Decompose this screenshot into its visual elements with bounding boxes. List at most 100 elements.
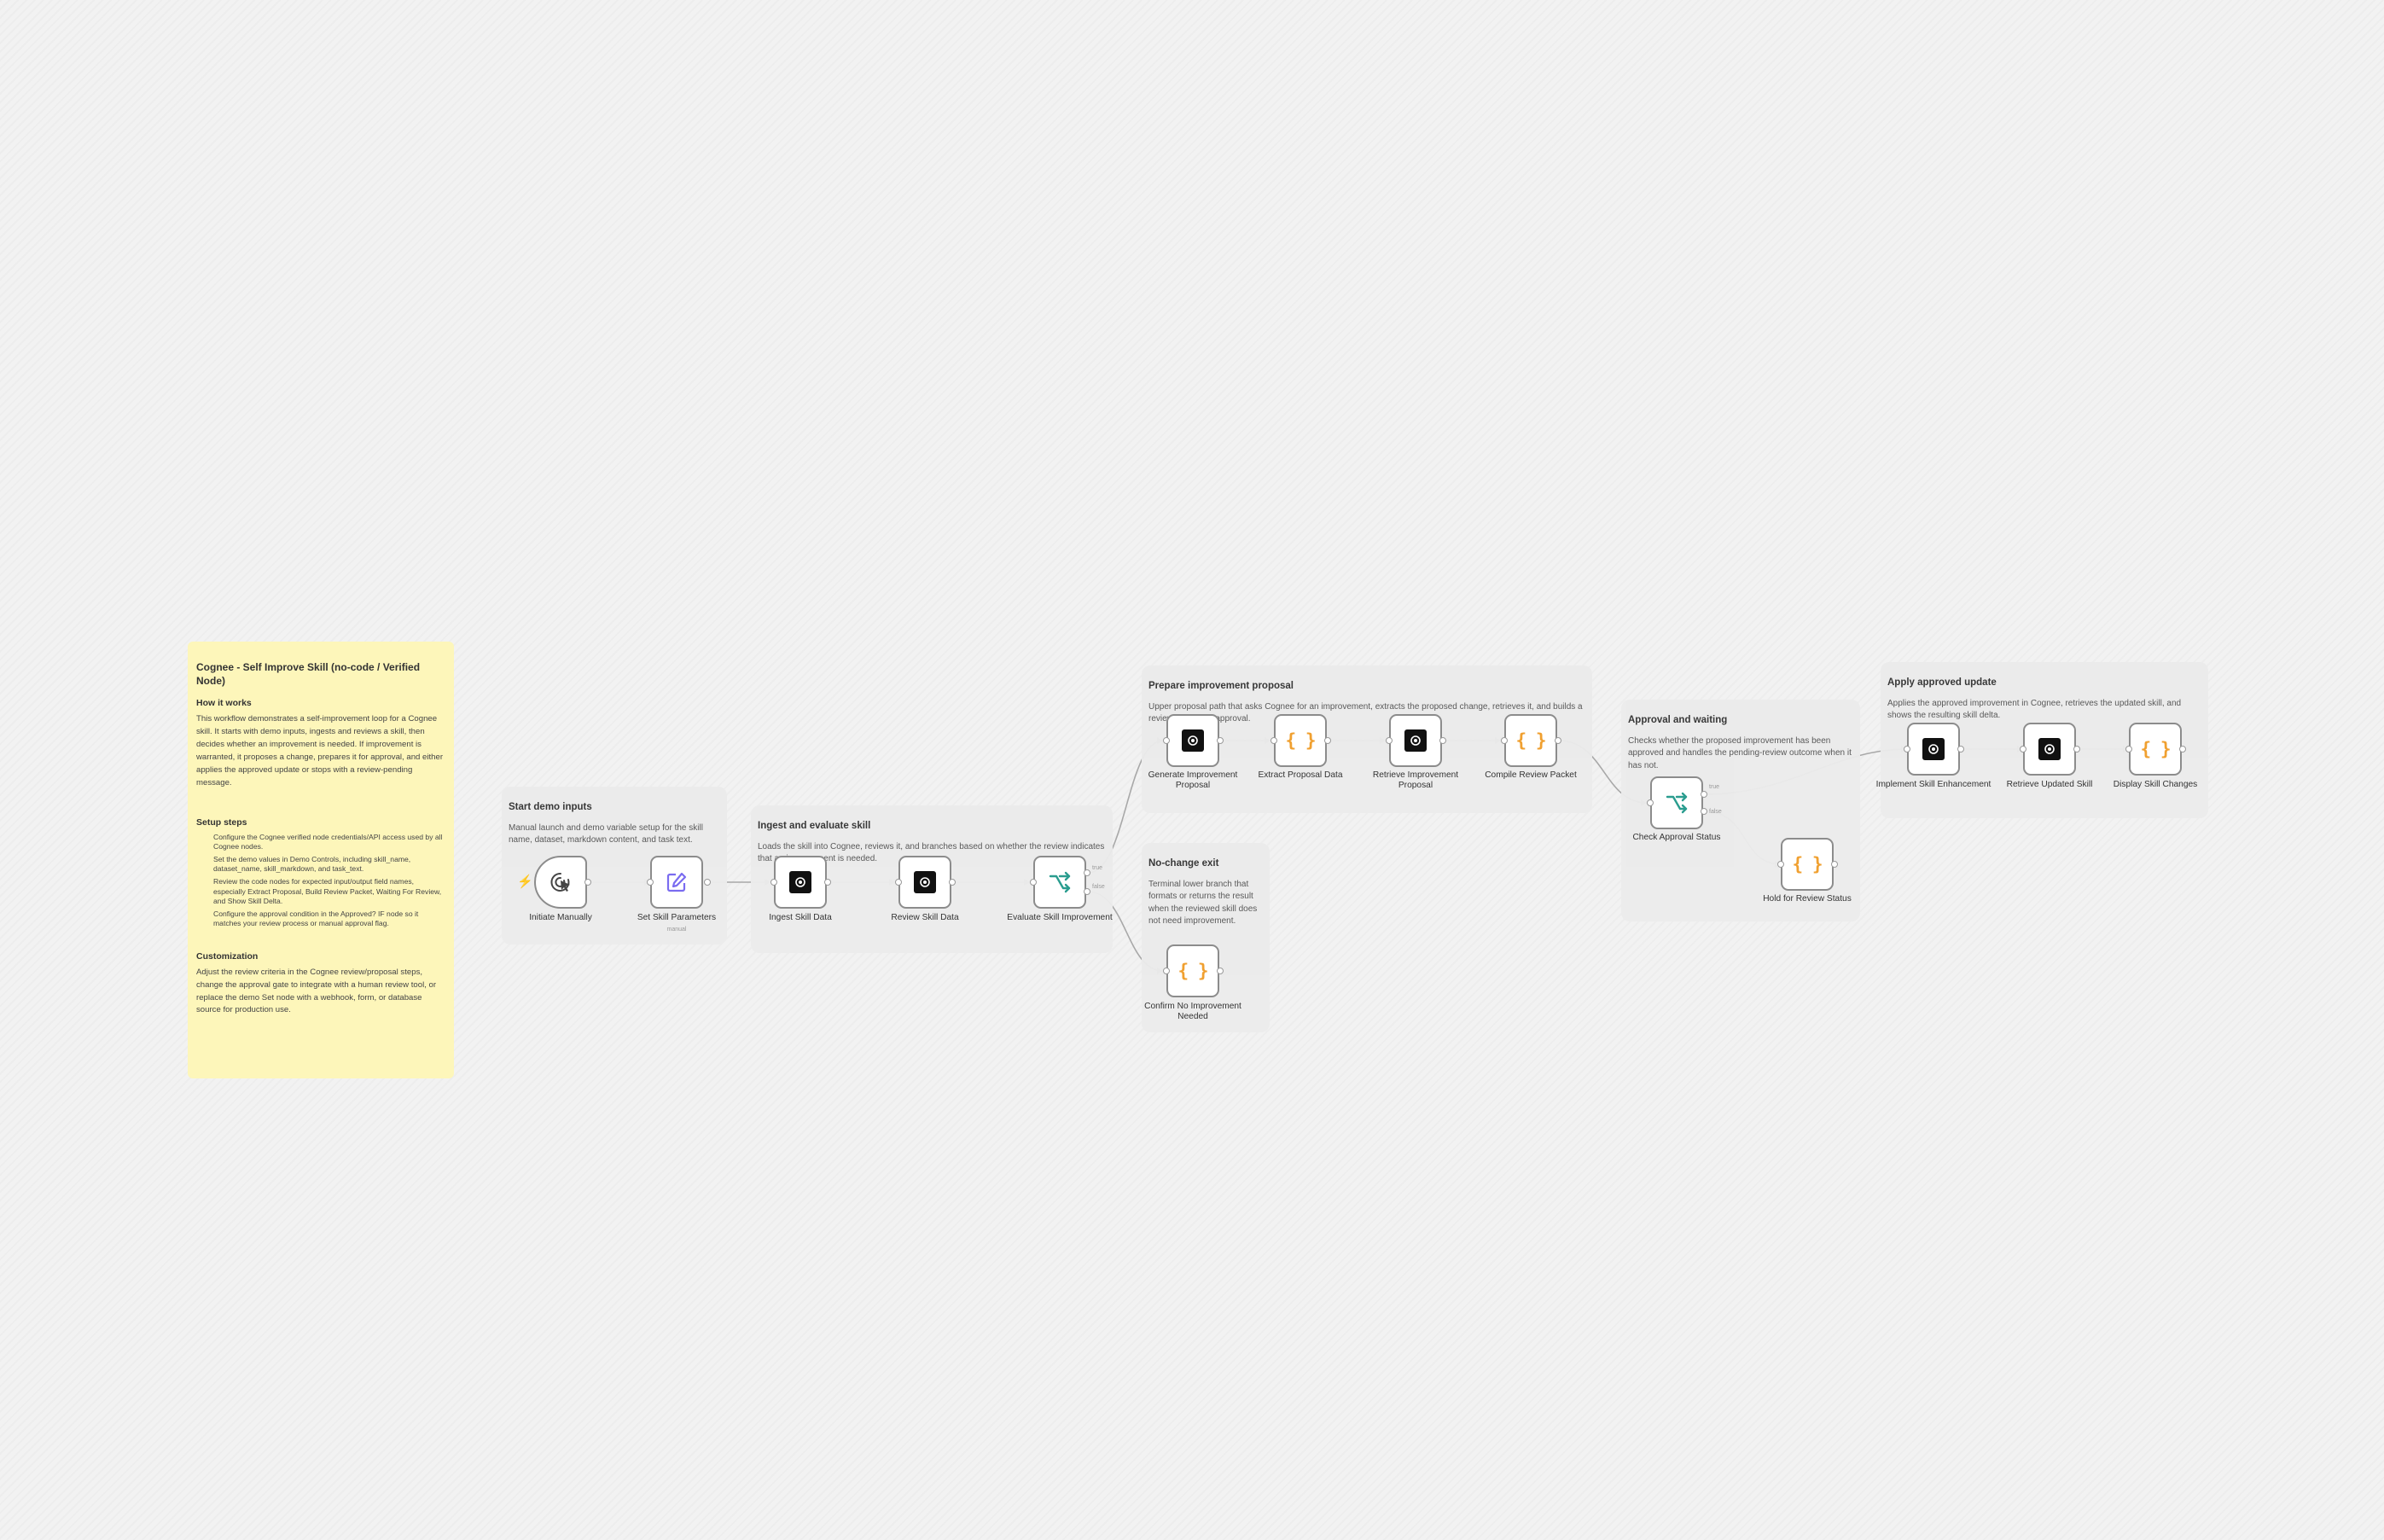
group-title: Ingest and evaluate skill xyxy=(758,821,871,831)
node-label: Retrieve Updated Skill xyxy=(2006,780,2093,789)
node-initiate-manually[interactable] xyxy=(534,856,587,909)
input-handle[interactable] xyxy=(647,879,654,886)
node-label: Extract Proposal Data xyxy=(1258,770,1343,780)
output-handle[interactable] xyxy=(1555,737,1561,744)
cognee-icon xyxy=(2038,738,2061,760)
input-handle[interactable] xyxy=(895,879,902,886)
sticky-title: Cognee - Self Improve Skill (no-code / V… xyxy=(196,661,421,688)
node-label: Display Skill Changes xyxy=(2113,780,2198,789)
input-handle[interactable] xyxy=(1030,879,1037,886)
output-handle[interactable] xyxy=(2073,746,2080,753)
how-it-works-heading: How it works xyxy=(196,698,252,709)
node-implement-skill-enhancement[interactable] xyxy=(1907,723,1960,776)
input-handle[interactable] xyxy=(1647,799,1654,806)
group-no-change-exit[interactable]: No-change exit Terminal lower branch tha… xyxy=(1142,843,1270,1032)
node-generate-improvement-proposal[interactable] xyxy=(1166,714,1219,767)
if-branch-icon xyxy=(1666,792,1688,814)
input-handle[interactable] xyxy=(1386,737,1393,744)
output-handle[interactable] xyxy=(1217,737,1224,744)
output-handle[interactable] xyxy=(1957,746,1964,753)
cognee-icon xyxy=(1922,738,1945,760)
code-icon: { } xyxy=(1792,854,1823,875)
trigger-bolt-icon: ⚡ xyxy=(517,875,533,889)
node-label: Review Skill Data xyxy=(891,913,959,922)
node-evaluate-skill-improvement[interactable] xyxy=(1033,856,1086,909)
customization-heading: Customization xyxy=(196,950,259,962)
input-handle[interactable] xyxy=(1163,968,1170,974)
node-retrieve-improvement-proposal[interactable] xyxy=(1389,714,1442,767)
setup-steps-list: Configure the Cognee verified node crede… xyxy=(196,833,445,929)
input-handle[interactable] xyxy=(2020,746,2026,753)
node-label: Retrieve Improvement Proposal xyxy=(1372,770,1459,791)
group-title: No-change exit xyxy=(1148,858,1219,869)
group-title: Apply approved update xyxy=(1887,677,1997,688)
output-handle-true[interactable] xyxy=(1084,869,1090,876)
output-handle[interactable] xyxy=(1217,968,1224,974)
code-icon: { } xyxy=(2140,739,2172,759)
node-label: Initiate Manually xyxy=(529,913,592,922)
input-handle[interactable] xyxy=(1163,737,1170,744)
output-handle[interactable] xyxy=(1324,737,1331,744)
code-icon: { } xyxy=(1515,730,1547,751)
node-label: Implement Skill Enhancement xyxy=(1875,780,1992,789)
node-subtitle: manual xyxy=(666,927,687,933)
output-handle[interactable] xyxy=(1439,737,1446,744)
output-handle[interactable] xyxy=(1831,861,1838,868)
output-handle[interactable] xyxy=(2179,746,2186,753)
cognee-icon xyxy=(914,871,936,893)
group-description: Checks whether the proposed improvement … xyxy=(1628,735,1852,770)
setup-steps-heading: Setup steps xyxy=(196,816,247,828)
node-hold-for-review[interactable]: { } xyxy=(1781,838,1834,891)
code-icon: { } xyxy=(1285,730,1317,751)
branch-label-true: true xyxy=(1709,784,1720,790)
output-handle-true[interactable] xyxy=(1701,791,1707,798)
group-title: Approval and waiting xyxy=(1628,715,1728,725)
cognee-icon xyxy=(1404,729,1427,752)
setup-step: Configure the Cognee verified node crede… xyxy=(213,832,443,851)
code-icon: { } xyxy=(1177,961,1209,981)
node-ingest-skill-data[interactable] xyxy=(774,856,827,909)
input-handle[interactable] xyxy=(2125,746,2132,753)
node-label: Confirm No Improvement Needed xyxy=(1144,1002,1241,1022)
node-label: Ingest Skill Data xyxy=(769,913,832,922)
branch-label-false: false xyxy=(1709,809,1722,815)
output-handle-false[interactable] xyxy=(1084,888,1090,895)
node-extract-proposal-data[interactable]: { } xyxy=(1274,714,1327,767)
customization-text: Adjust the review criteria in the Cognee… xyxy=(196,967,437,1015)
cognee-icon xyxy=(1182,729,1204,752)
setup-step: Configure the approval condition in the … xyxy=(213,909,419,928)
input-handle[interactable] xyxy=(1501,737,1508,744)
node-display-skill-changes[interactable]: { } xyxy=(2129,723,2182,776)
input-handle[interactable] xyxy=(1904,746,1910,753)
group-description: Applies the approved improvement in Cogn… xyxy=(1887,698,2182,721)
node-label: Check Approval Status xyxy=(1632,833,1721,842)
node-review-skill-data[interactable] xyxy=(898,856,951,909)
node-label: Generate Improvement Proposal xyxy=(1148,770,1238,791)
pencil-icon xyxy=(666,872,687,892)
input-handle[interactable] xyxy=(1270,737,1277,744)
group-title: Prepare improvement proposal xyxy=(1148,681,1294,691)
how-it-works-text: This workflow demonstrates a self-improv… xyxy=(196,714,444,787)
output-handle[interactable] xyxy=(949,879,956,886)
node-confirm-no-improvement[interactable]: { } xyxy=(1166,944,1219,997)
input-handle[interactable] xyxy=(1777,861,1784,868)
group-description: Manual launch and demo variable setup fo… xyxy=(509,822,703,846)
output-handle[interactable] xyxy=(704,879,711,886)
cognee-icon xyxy=(789,871,811,893)
node-label: Compile Review Packet xyxy=(1485,770,1577,780)
node-label: Hold for Review Status xyxy=(1763,894,1852,904)
output-handle[interactable] xyxy=(584,879,591,886)
output-handle-false[interactable] xyxy=(1701,808,1707,815)
node-set-skill-parameters[interactable] xyxy=(650,856,703,909)
output-handle[interactable] xyxy=(824,879,831,886)
node-label: Set Skill Parameters xyxy=(637,913,717,922)
node-retrieve-updated-skill[interactable] xyxy=(2023,723,2076,776)
node-compile-review-packet[interactable]: { } xyxy=(1504,714,1557,767)
setup-step: Set the demo values in Demo Controls, in… xyxy=(213,854,411,874)
cursor-click-icon xyxy=(550,872,570,892)
input-handle[interactable] xyxy=(770,879,777,886)
sticky-note-overview[interactable]: Cognee - Self Improve Skill (no-code / V… xyxy=(188,642,454,1078)
node-check-approval-status[interactable] xyxy=(1650,776,1703,829)
node-label: Evaluate Skill Improvement xyxy=(1007,913,1113,922)
